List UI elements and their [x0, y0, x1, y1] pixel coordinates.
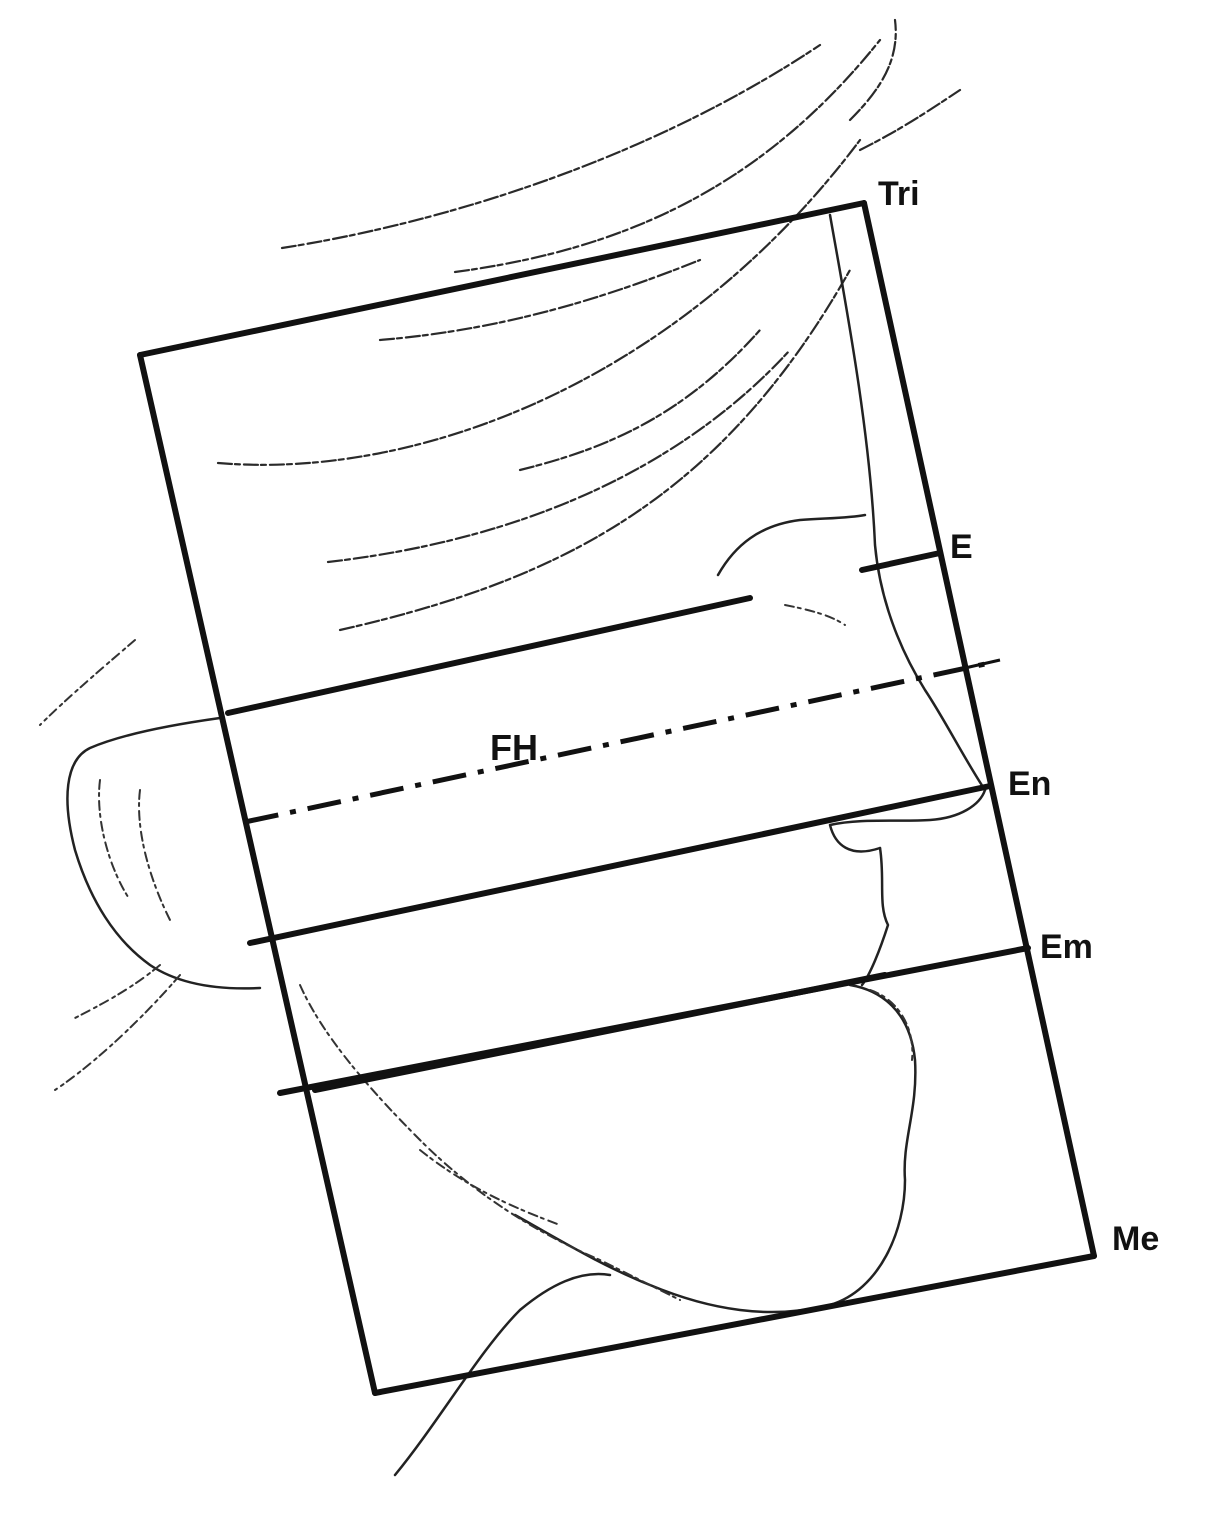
jaw-shadow-sketch	[419, 1149, 561, 1226]
hair-strand	[338, 268, 852, 632]
frame-left-edge	[137, 352, 378, 1396]
labels: Tri E En Em Me FH	[490, 175, 1159, 1258]
en-reference-line	[247, 783, 993, 946]
label-em: Em	[1040, 928, 1093, 966]
hair-strand	[216, 138, 862, 466]
hair-strand	[280, 43, 822, 250]
measurement-frame	[137, 200, 1097, 1396]
hair-strand	[378, 258, 702, 342]
e-reference-line	[859, 550, 943, 573]
frame-bottom-edge	[372, 1253, 1097, 1396]
ear-inner-sketch	[138, 789, 171, 921]
frame-right-edge	[861, 200, 1097, 1259]
ear-inner-sketch	[98, 779, 131, 901]
hair-strand	[326, 348, 792, 564]
lower-reference-line	[312, 972, 888, 1093]
reference-lines	[225, 550, 1031, 1096]
label-me: Me	[1112, 1220, 1159, 1258]
upper-lip-sketch	[860, 846, 890, 987]
hair-strand	[858, 88, 962, 152]
hair-strand	[453, 38, 882, 274]
eye-sketch	[784, 604, 846, 626]
nose-sketch	[828, 788, 987, 853]
label-e: E	[950, 528, 973, 566]
chin-sketch	[513, 983, 917, 1314]
hair-strand	[518, 328, 762, 472]
neck-sketch	[393, 1272, 612, 1477]
eyebrow-sketch	[716, 513, 867, 577]
label-tri: Tri	[878, 175, 920, 213]
back-neck-sketch	[74, 964, 161, 1019]
brow-reference-line	[225, 595, 753, 716]
label-en: En	[1008, 765, 1051, 803]
hair-strand	[848, 18, 897, 122]
back-head-sketch	[39, 639, 136, 726]
jaw-line-sketch	[299, 984, 681, 1301]
head-profile-sketch	[39, 18, 987, 1477]
forehead-profile	[828, 213, 987, 792]
label-fh: FH	[490, 727, 538, 768]
back-neck-sketch	[54, 974, 181, 1091]
fh-end-tick	[964, 658, 1001, 670]
frame-top-edge	[137, 200, 867, 358]
chin-shadow-sketch	[869, 989, 914, 1061]
